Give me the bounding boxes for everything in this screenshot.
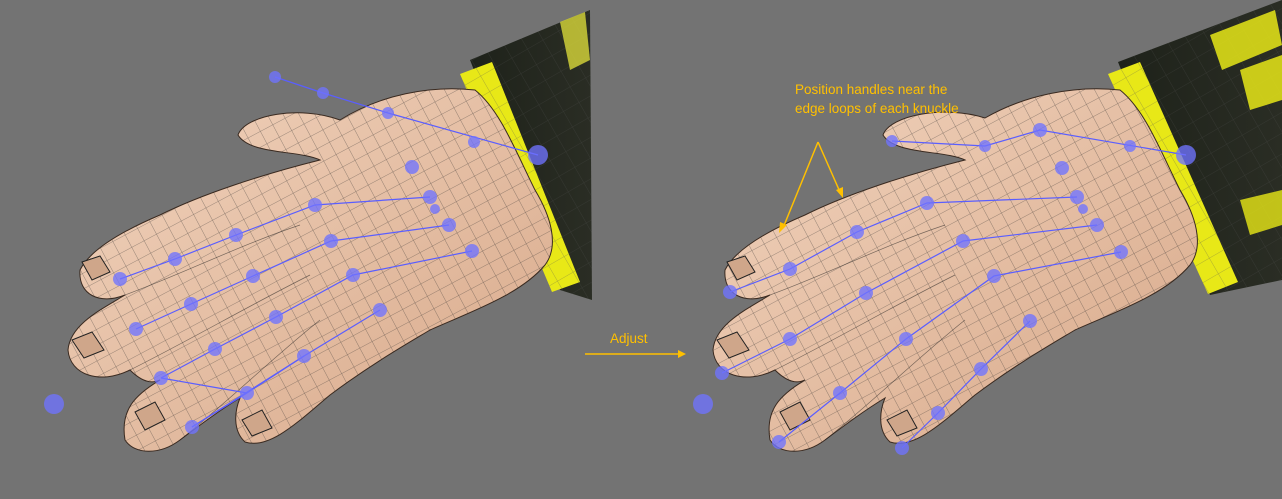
handle bbox=[974, 362, 988, 376]
handle bbox=[297, 349, 311, 363]
handle bbox=[185, 420, 199, 434]
handle bbox=[1078, 204, 1088, 214]
handle bbox=[468, 136, 480, 148]
handle bbox=[859, 286, 873, 300]
hand-mesh-right bbox=[712, 88, 1198, 452]
handle bbox=[931, 406, 945, 420]
handle bbox=[442, 218, 456, 232]
handle bbox=[168, 252, 182, 266]
handle bbox=[465, 244, 479, 258]
handle bbox=[154, 371, 168, 385]
handle bbox=[324, 234, 338, 248]
handle bbox=[346, 268, 360, 282]
handle bbox=[693, 394, 713, 414]
hand-model-left[interactable] bbox=[44, 10, 592, 452]
handle bbox=[1124, 140, 1136, 152]
handle bbox=[783, 262, 797, 276]
handle bbox=[269, 71, 281, 83]
hand-mesh-left bbox=[67, 88, 553, 452]
handle bbox=[1055, 161, 1069, 175]
handle bbox=[920, 196, 934, 210]
handle bbox=[423, 190, 437, 204]
handle bbox=[723, 285, 737, 299]
handle bbox=[886, 135, 898, 147]
handle bbox=[373, 303, 387, 317]
handle bbox=[382, 107, 394, 119]
handle bbox=[269, 310, 283, 324]
hand-model-right[interactable] bbox=[693, 0, 1282, 455]
annotation-text: Position handles near the edge loops of … bbox=[795, 82, 959, 116]
handle bbox=[405, 160, 419, 174]
joint-handles-right[interactable] bbox=[693, 123, 1196, 455]
handle bbox=[833, 386, 847, 400]
handle bbox=[528, 145, 548, 165]
handle bbox=[899, 332, 913, 346]
handle bbox=[113, 272, 127, 286]
handle bbox=[772, 435, 786, 449]
handle bbox=[987, 269, 1001, 283]
handle bbox=[979, 140, 991, 152]
handle bbox=[44, 394, 64, 414]
handle bbox=[956, 234, 970, 248]
handle bbox=[1114, 245, 1128, 259]
handle bbox=[229, 228, 243, 242]
handle bbox=[1023, 314, 1037, 328]
handle bbox=[783, 332, 797, 346]
handle bbox=[308, 198, 322, 212]
arrow-pointer-icon bbox=[779, 141, 843, 233]
handle bbox=[1033, 123, 1047, 137]
handle bbox=[246, 269, 260, 283]
handle bbox=[317, 87, 329, 99]
handle bbox=[240, 386, 254, 400]
handle bbox=[715, 366, 729, 380]
handle bbox=[208, 342, 222, 356]
arrow-right-icon bbox=[585, 350, 686, 358]
handle bbox=[1176, 145, 1196, 165]
handle bbox=[895, 441, 909, 455]
handle bbox=[129, 322, 143, 336]
joint-handles-left[interactable] bbox=[44, 71, 548, 434]
adjust-label: Adjust bbox=[610, 331, 648, 346]
handle bbox=[184, 297, 198, 311]
handle bbox=[850, 225, 864, 239]
handle bbox=[430, 204, 440, 214]
handle bbox=[1090, 218, 1104, 232]
handle bbox=[1070, 190, 1084, 204]
